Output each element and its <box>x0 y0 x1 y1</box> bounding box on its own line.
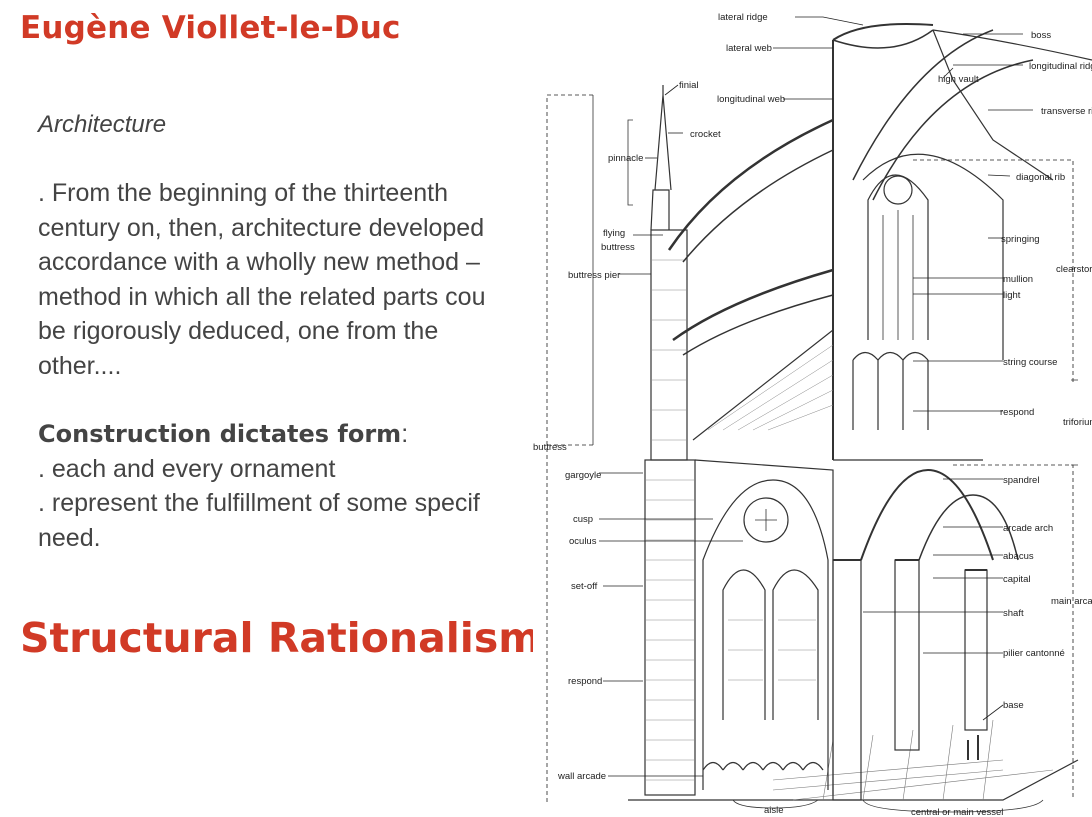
label-main-arcade: main arcade <box>1051 596 1092 607</box>
label-gargoyle: gargoyle <box>565 470 601 481</box>
label-oculus: oculus <box>569 536 597 547</box>
label-high-vault: high vault <box>938 74 979 85</box>
label-crocket: crocket <box>690 129 721 140</box>
label-string-course: string course <box>1003 357 1057 368</box>
label-finial: finial <box>679 80 699 91</box>
label-respond-lower: respond <box>568 676 602 687</box>
emphasis-suffix: : <box>401 420 408 448</box>
label-abacus: abacus <box>1003 551 1034 562</box>
label-base: base <box>1003 700 1024 711</box>
slide-title: Eugène Viollet-le-Duc <box>20 10 401 46</box>
figure-labels: lateral ridge lateral web boss longitudi… <box>533 12 1092 817</box>
label-shaft: shaft <box>1003 608 1024 619</box>
spacer <box>38 383 533 417</box>
label-mullion: mullion <box>1003 274 1033 285</box>
label-boss: boss <box>1031 30 1051 41</box>
label-longitudinal-ridge: longitudinal ridge <box>1029 61 1092 72</box>
label-capital: capital <box>1003 574 1030 585</box>
label-buttress: buttress <box>601 242 635 253</box>
label-respond-upper: respond <box>1000 407 1034 418</box>
paragraph-line: method in which all the related parts co… <box>38 280 533 315</box>
paragraph-line: . From the beginning of the thirteenth <box>38 176 533 211</box>
label-transverse-rib: transverse rib <box>1041 106 1092 117</box>
label-pilier-cantonne: pilier cantonné <box>1003 648 1065 659</box>
label-lateral-web: lateral web <box>726 43 772 54</box>
label-flying: flying <box>603 228 625 239</box>
subtitle: Architecture <box>38 111 166 139</box>
label-set-off: set-off <box>571 581 598 592</box>
emphasis-text: Construction dictates form <box>38 420 401 448</box>
drawing-lines <box>547 24 1092 812</box>
label-wall-arcade: wall arcade <box>557 771 606 782</box>
label-central-vessel: central or main vessel <box>911 807 1003 817</box>
label-aisle: aisle <box>764 805 784 816</box>
label-spandrel: spandrel <box>1003 475 1039 486</box>
paragraph-line: accordance with a wholly new method – <box>38 245 533 280</box>
label-clearstory: clearstory <box>1056 264 1092 275</box>
cathedral-drawing: lateral ridge lateral web boss longitudi… <box>533 0 1092 817</box>
label-springing: springing <box>1001 234 1040 245</box>
label-buttress-bracket: buttress <box>533 442 567 453</box>
leader-lines <box>599 17 1033 776</box>
emphasis-line: Construction dictates form: <box>38 417 533 452</box>
label-arcade-arch: arcade arch <box>1003 523 1053 534</box>
label-longitudinal-web: longitudinal web <box>717 94 785 105</box>
label-buttress-pier: buttress pier <box>568 270 620 281</box>
label-light: light <box>1003 290 1021 301</box>
label-triforium: triforium <box>1063 417 1092 428</box>
bullet-line: . each and every ornament <box>38 452 533 487</box>
bullet-line: . represent the fulfillment of some spec… <box>38 486 533 521</box>
label-diagonal-rib: diagonal rib <box>1016 172 1065 183</box>
paragraph-line: be rigorously deduced, one from the <box>38 314 533 349</box>
body-text: . From the beginning of the thirteenth c… <box>38 176 533 555</box>
label-pinnacle: pinnacle <box>608 153 643 164</box>
label-cusp: cusp <box>573 514 593 525</box>
paragraph-line: other.... <box>38 349 533 384</box>
cathedral-diagram: lateral ridge lateral web boss longitudi… <box>533 0 1092 817</box>
big-title: Structural Rationalism <box>20 614 533 662</box>
paragraph-line: century on, then, architecture developed <box>38 211 533 246</box>
bullet-line: need. <box>38 521 533 556</box>
label-lateral-ridge: lateral ridge <box>718 12 768 23</box>
